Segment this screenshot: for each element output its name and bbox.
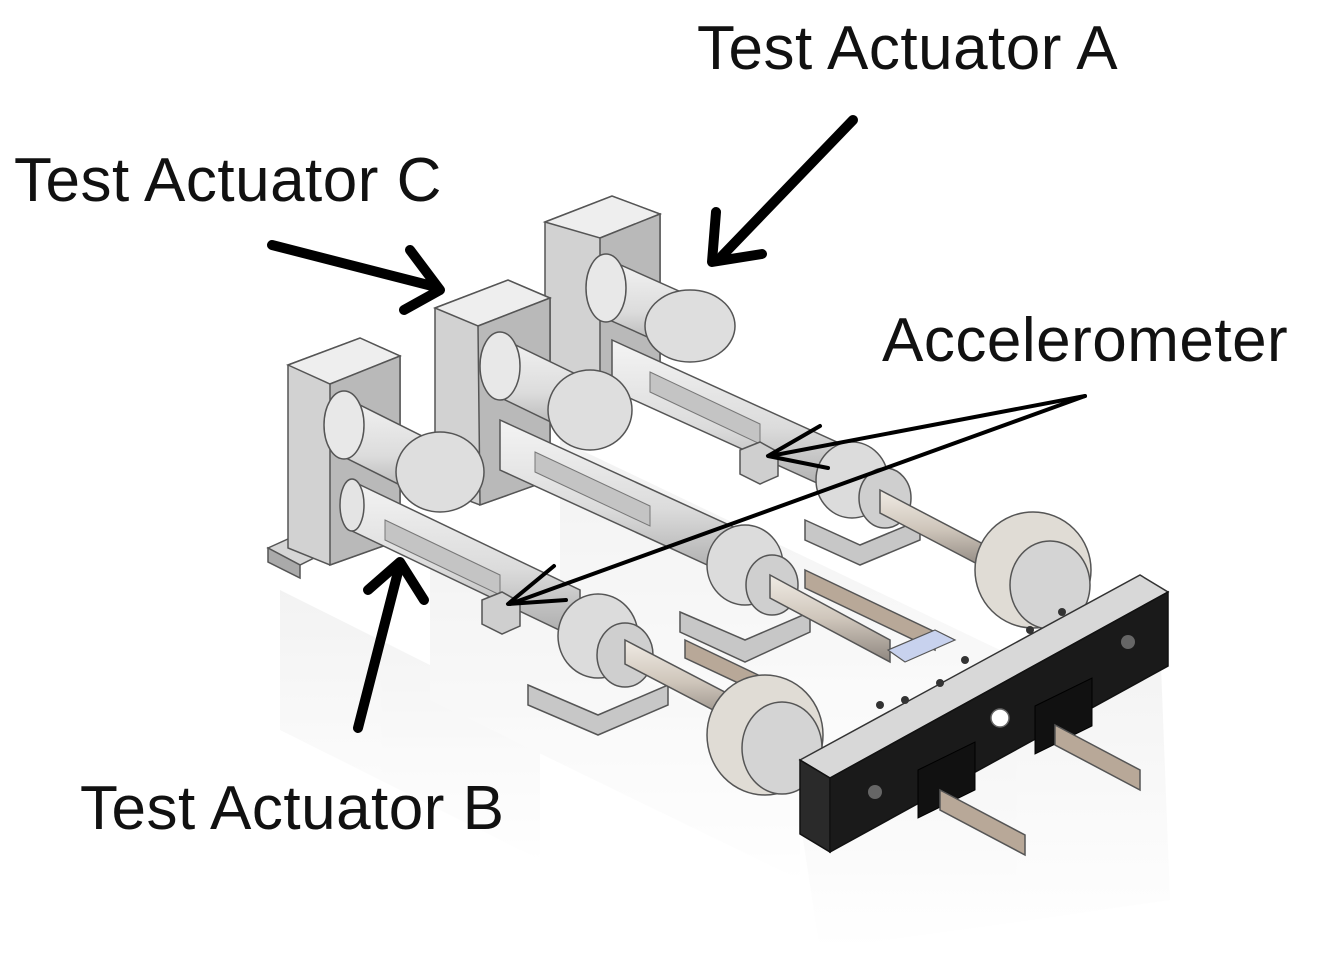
arrow-actuator-c bbox=[267, 240, 441, 292]
label-accelerometer: Accelerometer bbox=[882, 306, 1289, 375]
load-crossbar bbox=[798, 574, 1170, 857]
arrow-accelerometer-2-head bbox=[506, 564, 568, 606]
arrow-actuator-a-head bbox=[707, 207, 767, 267]
label-test-actuator-b: Test Actuator B bbox=[80, 774, 505, 843]
arrow-accelerometer-1-head bbox=[766, 424, 830, 470]
arrow-actuator-b bbox=[353, 563, 404, 733]
actuator-c-assembly bbox=[432, 279, 957, 664]
label-test-actuator-a: Test Actuator A bbox=[697, 14, 1119, 83]
arrows bbox=[267, 115, 1087, 733]
arrow-actuator-c-head bbox=[399, 245, 445, 315]
arrow-actuator-b-head bbox=[363, 557, 429, 605]
arrow-accelerometer-2 bbox=[508, 394, 1087, 606]
arrow-accelerometer-1 bbox=[768, 394, 1087, 458]
actuator-a-assembly bbox=[542, 195, 1092, 630]
label-test-actuator-c: Test Actuator C bbox=[14, 146, 442, 215]
arrow-actuator-a bbox=[717, 115, 858, 261]
